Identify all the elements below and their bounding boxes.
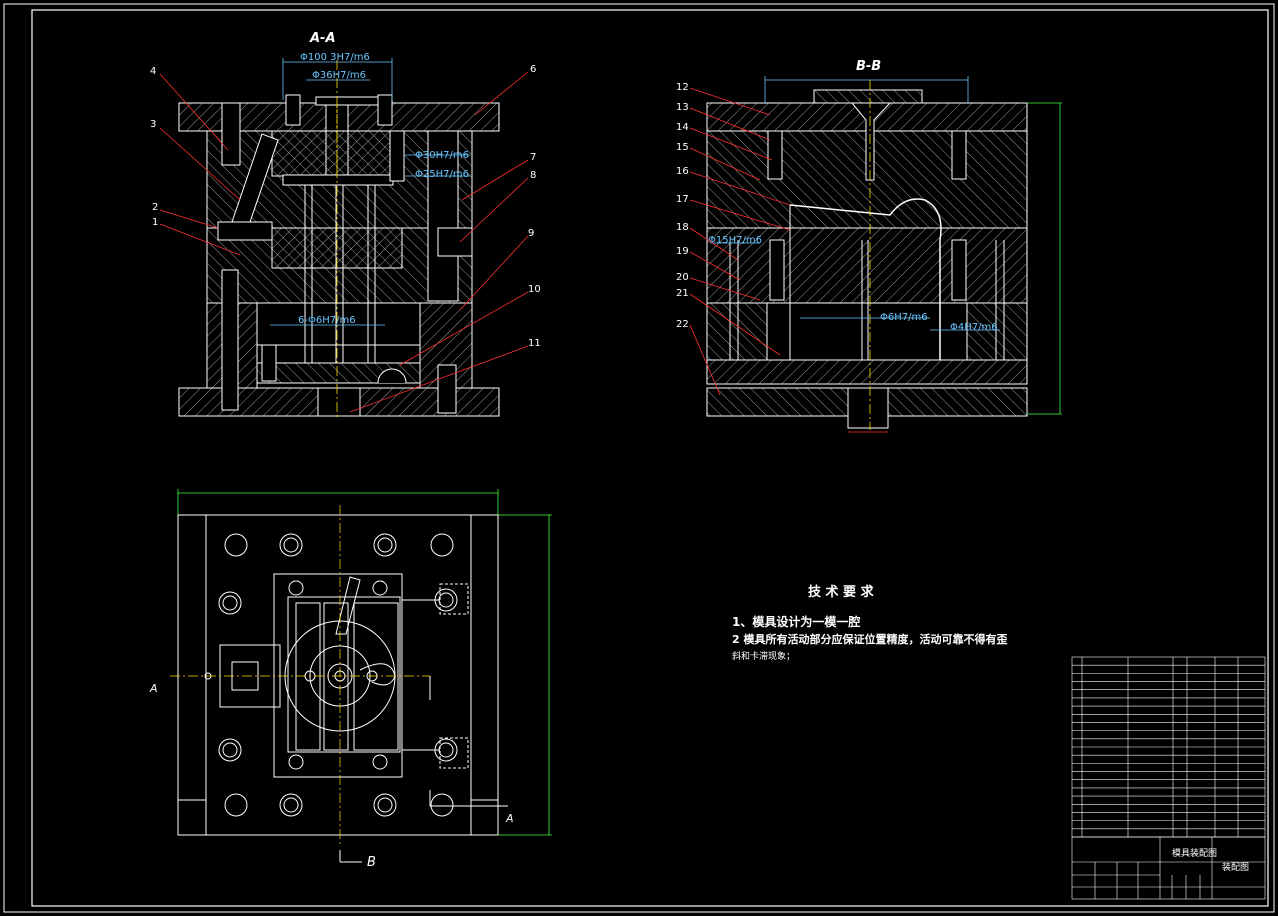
dim-aa-4: Φ25H7/m6: [415, 169, 469, 180]
callout-2: 2: [152, 202, 158, 213]
callout-14: 14: [676, 122, 689, 133]
callout-19: 19: [676, 246, 689, 257]
tech-req-line-3: 斜和卡滞现象；: [732, 650, 795, 662]
callout-22: 22: [676, 319, 689, 330]
section-mark-b: B: [367, 855, 376, 870]
callout-7: 7: [530, 152, 536, 163]
dim-bb-2: Φ6H7/m6: [880, 312, 928, 323]
callout-9: 9: [528, 228, 534, 239]
tech-req-line-1: 1、模具设计为一模一腔: [732, 614, 860, 629]
callout-13: 13: [676, 102, 689, 113]
title-block: [1071, 836, 1266, 900]
dim-aa-1: Φ100 3H7/m6: [300, 52, 370, 63]
view-bb-title: B-B: [856, 59, 881, 74]
title-drawing-name: 模具装配图: [1172, 847, 1217, 859]
callout-8: 8: [530, 170, 536, 181]
callout-6: 6: [530, 64, 536, 75]
outer-border: [3, 3, 1275, 913]
dim-bb-3: Φ4H7/m6: [950, 322, 998, 333]
section-mark-a-left: A: [149, 682, 158, 695]
parts-list: [1071, 656, 1266, 838]
callout-12: 12: [676, 82, 689, 93]
callout-11: 11: [528, 338, 541, 349]
section-view-bb: B-B: [676, 59, 1062, 433]
callout-4: 4: [150, 66, 156, 77]
dim-aa-3: Φ30H7/m6: [415, 150, 469, 161]
tech-req-heading: 技 术 要 求: [808, 584, 875, 600]
section-mark-a-right: A: [505, 812, 514, 825]
title-drawing-type: 装配图: [1222, 861, 1249, 873]
section-view-aa: A-A: [150, 31, 541, 420]
callout-21: 21: [676, 288, 689, 299]
plan-view: [170, 489, 552, 863]
callout-16: 16: [676, 166, 689, 177]
technical-requirements: 技 术 要 求 1、模具设计为一模一腔 2 模具所有活动部分应保证位置精度，活动…: [732, 584, 1007, 662]
callout-18: 18: [676, 222, 689, 233]
tech-req-line-2: 2 模具所有活动部分应保证位置精度，活动可靠不得有歪: [732, 632, 1007, 646]
inner-border: [31, 9, 1269, 907]
callout-3: 3: [150, 119, 156, 130]
callout-1: 1: [152, 217, 158, 228]
callout-10: 10: [528, 284, 541, 295]
callout-17: 17: [676, 194, 689, 205]
callout-15: 15: [676, 142, 689, 153]
dim-aa-5: 6-Φ6H7/m6: [298, 315, 356, 326]
callout-20: 20: [676, 272, 689, 283]
view-aa-title: A-A: [309, 31, 336, 46]
dim-aa-2: Φ36H7/m6: [312, 70, 366, 81]
dim-bb-1: Φ15H7/m6: [708, 235, 762, 246]
